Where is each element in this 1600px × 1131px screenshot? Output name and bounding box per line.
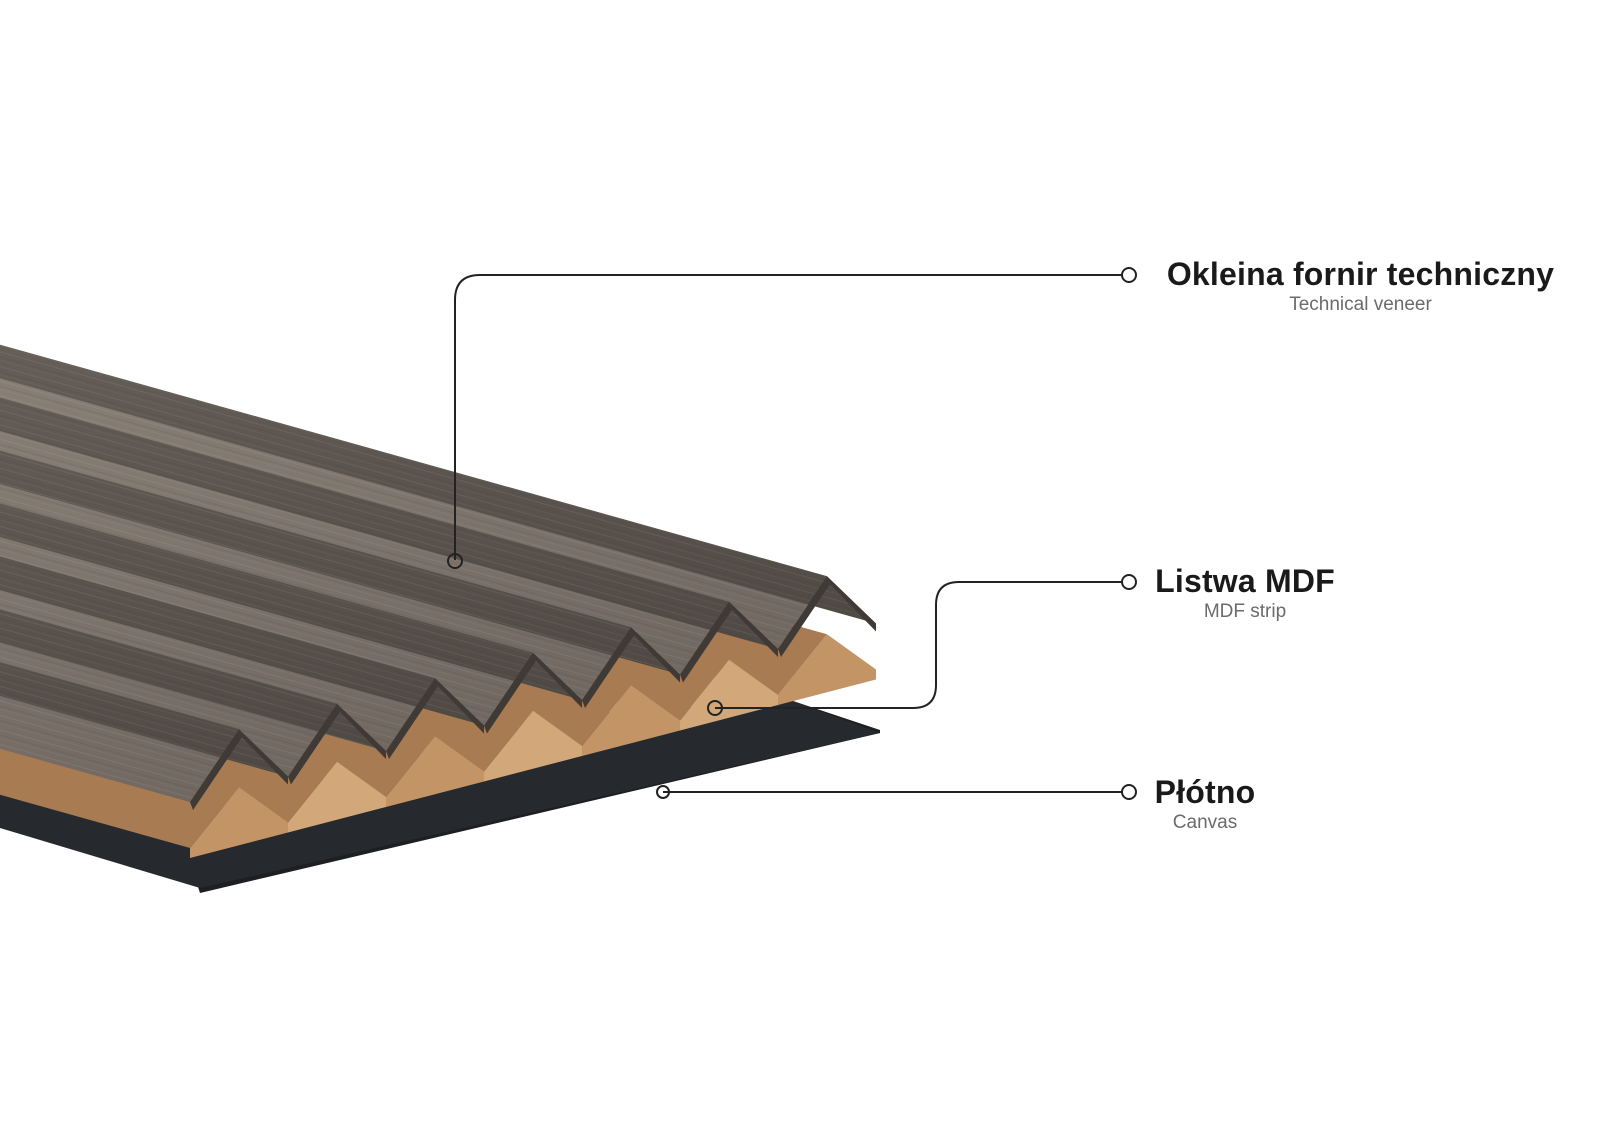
veneer-grain <box>0 503 582 700</box>
label-veneer: Okleina fornir techniczny Technical vene… <box>1153 255 1568 317</box>
veneer-edge <box>582 627 634 708</box>
veneer-edge <box>337 703 386 759</box>
mdf-strip-face <box>288 761 386 833</box>
veneer-label-dot <box>1121 267 1137 283</box>
veneer-edge <box>680 601 732 683</box>
leader-line-veneer <box>454 274 1122 560</box>
leader-line-mdf <box>715 581 1122 709</box>
veneer-edge <box>239 729 288 785</box>
veneer-edge <box>386 678 438 759</box>
label-mdf-title: Listwa MDF <box>1155 563 1335 599</box>
veneer-edge <box>533 652 582 708</box>
veneer-edge <box>484 652 536 734</box>
veneer-grain <box>0 556 484 726</box>
veneer-sheet <box>0 344 876 810</box>
veneer-edge <box>288 703 340 785</box>
mdf-strip-face <box>582 685 680 756</box>
veneer-grain <box>0 609 386 751</box>
canvas-label-dot <box>1121 784 1137 800</box>
label-canvas-subtitle: Canvas <box>1172 812 1238 833</box>
veneer-grain <box>0 450 680 675</box>
veneer-edge <box>778 576 830 657</box>
leader-lines <box>454 274 1122 793</box>
label-veneer-subtitle: Technical veneer <box>1289 294 1432 315</box>
label-canvas: Płótno Canvas <box>1150 773 1260 835</box>
veneer-grain <box>0 662 288 777</box>
veneer-edge <box>729 601 778 657</box>
leader-dots <box>447 267 1137 800</box>
mdf-strip-face <box>680 659 778 731</box>
veneer-pointer-dot <box>447 553 463 569</box>
label-mdf-subtitle: MDF strip <box>1203 601 1287 622</box>
veneer-grain <box>0 397 778 649</box>
veneer-edge <box>435 678 484 734</box>
label-mdf: Listwa MDF MDF strip <box>1150 562 1340 624</box>
veneer-grain <box>0 344 876 624</box>
mdf-label-dot <box>1121 574 1137 590</box>
veneer-edge <box>827 576 876 632</box>
veneer-edge <box>631 627 680 683</box>
label-veneer-title: Okleina fornir techniczny <box>1166 256 1555 292</box>
mdf-strip-face <box>190 787 288 858</box>
mdf-strip-face <box>778 634 876 705</box>
veneer-edge <box>190 729 242 810</box>
label-canvas-title: Płótno <box>1154 774 1256 810</box>
mdf-pointer-dot <box>707 700 723 716</box>
mdf-strip-face <box>386 736 484 807</box>
mdf-strip-face <box>484 710 582 782</box>
canvas-pointer-dot <box>656 785 670 799</box>
